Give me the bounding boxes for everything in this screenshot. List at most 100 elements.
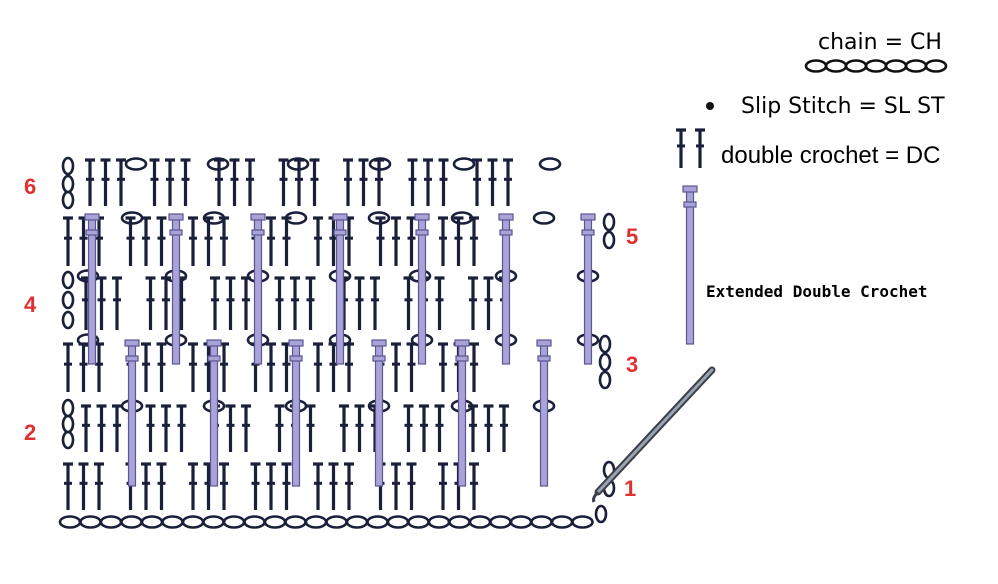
chain-stitch: [924, 59, 948, 73]
double-crochet-stitch: [145, 404, 156, 452]
double-crochet-stitch: [309, 158, 320, 206]
turning-chain-stitch: [602, 212, 616, 232]
double-crochet-stitch: [156, 342, 167, 392]
double-crochet-stitch: [203, 216, 214, 266]
double-crochet-stitch: [188, 342, 198, 392]
double-crochet-stitch: [438, 216, 448, 266]
double-crochet-stitch: [225, 276, 236, 330]
turning-chain-stitch: [61, 398, 75, 418]
double-crochet-stitch: [328, 462, 339, 510]
double-crochet-stitch: [78, 462, 89, 510]
double-crochet-stitch: [156, 216, 167, 266]
double-crochet-stitch: [407, 158, 418, 206]
chain-space-stitch: [206, 157, 230, 171]
double-crochet-stitch: [403, 404, 414, 452]
double-crochet-stitch: [116, 158, 126, 206]
foundation-chain-stitch: [161, 515, 184, 529]
crochet-hook-icon: [592, 366, 716, 503]
double-crochet-stitch: [63, 216, 73, 266]
turning-chain-stitch: [61, 414, 75, 434]
double-crochet-stitch: [274, 404, 285, 452]
chain-icon: [804, 59, 948, 73]
foundation-chain-stitch: [550, 515, 574, 529]
double-crochet-stitch: [676, 128, 686, 168]
double-crochet-stitch: [241, 276, 251, 330]
foundation-chain-stitch: [243, 515, 266, 529]
chain-stitch: [904, 59, 928, 73]
double-crochet-stitch: [141, 462, 151, 510]
chain-space-stitch: [286, 157, 310, 171]
double-crochet-stitch: [403, 276, 414, 330]
double-crochet-stitch: [438, 462, 448, 510]
chain-stitch: [824, 59, 848, 73]
double-crochet-stitch: [281, 342, 292, 392]
double-crochet-stitch: [344, 462, 354, 510]
double-crochet-stitch: [469, 462, 479, 510]
double-crochet-stitch: [453, 216, 464, 266]
foundation-chain-stitch: [263, 515, 287, 529]
double-crochet-stitch: [94, 462, 104, 510]
extended-double-crochet-stitch: [288, 339, 304, 487]
double-crochet-stitch: [294, 158, 304, 206]
double-crochet-stitch: [112, 404, 122, 452]
extended-double-crochet-stitch: [332, 213, 348, 365]
chain-space-stitch: [450, 211, 474, 225]
double-crochet-stitch: [266, 462, 276, 510]
double-crochet-stitch: [434, 404, 445, 452]
row-number-3: 3: [626, 352, 639, 377]
double-crochet-stitch: [219, 462, 229, 510]
double-crochet-stitch: [305, 404, 316, 452]
chain-space-stitch: [452, 157, 476, 171]
double-crochet-stitch: [483, 276, 494, 330]
chain-stitch: [864, 59, 888, 73]
extended-double-crochet-icon: [682, 185, 698, 345]
foundation-chain-stitch: [304, 515, 328, 529]
chain-space-stitch: [124, 157, 148, 171]
legend-extended-double-crochet-label: Extended Double Crochet: [706, 282, 928, 301]
double-crochet-stitch: [281, 462, 292, 510]
chain-space-stitch: [367, 211, 391, 225]
double-crochet-stitch: [469, 342, 479, 392]
double-crochet-stitch: [278, 158, 289, 206]
double-crochet-stitch: [290, 276, 300, 330]
extended-double-crochet-stitch: [124, 339, 140, 487]
foundation-chain-stitch: [448, 515, 471, 529]
foundation-chain-stitch: [468, 515, 492, 529]
row-number-6: 6: [24, 174, 37, 199]
double-crochet-stitch: [354, 404, 365, 452]
double-crochet-stitch: [469, 216, 479, 266]
double-crochet-stitch: [141, 342, 151, 392]
turning-chain-stitch: [61, 190, 75, 210]
double-crochet-stitch: [370, 276, 380, 330]
foundation-chain-stitch: [489, 515, 512, 529]
legend-double-crochet-label: double crochet = DC: [721, 142, 941, 169]
foundation-chain-stitch: [345, 515, 369, 529]
turning-chain-stitch: [61, 174, 75, 194]
chain-stitch: [804, 59, 828, 73]
extended-double-crochet-stitch: [536, 339, 552, 487]
double-crochet-stitch: [250, 462, 261, 510]
foundation-chain-stitch: [284, 515, 307, 529]
double-crochet-stitch: [487, 158, 498, 206]
foundation-chain-stitch: [407, 515, 430, 529]
chain-space-stitch: [120, 211, 144, 225]
foundation-chain-stitch: [366, 515, 389, 529]
foundation-chain-stitch: [509, 515, 533, 529]
double-crochet-stitch: [483, 404, 494, 452]
turning-chain-stitch: [61, 156, 75, 176]
extended-double-crochet-stitch: [454, 339, 470, 487]
double-crochet-stitch: [438, 342, 448, 392]
double-crochet-stitch: [188, 216, 198, 266]
extended-double-crochet-stitch: [168, 213, 184, 365]
foundation-chain-stitch: [386, 515, 410, 529]
foundation-chain-stitch: [99, 515, 123, 529]
double-crochet-stitch: [406, 462, 417, 510]
double-crochet-stitch: [313, 216, 323, 266]
foundation-chain-stitch: [120, 515, 143, 529]
foundation-chain-stitch: [181, 515, 205, 529]
foundation-chain-stitch: [325, 515, 348, 529]
double-crochet-stitch: [274, 276, 285, 330]
turning-chain-stitch: [598, 334, 612, 354]
double-crochet-stitch: [161, 404, 171, 452]
